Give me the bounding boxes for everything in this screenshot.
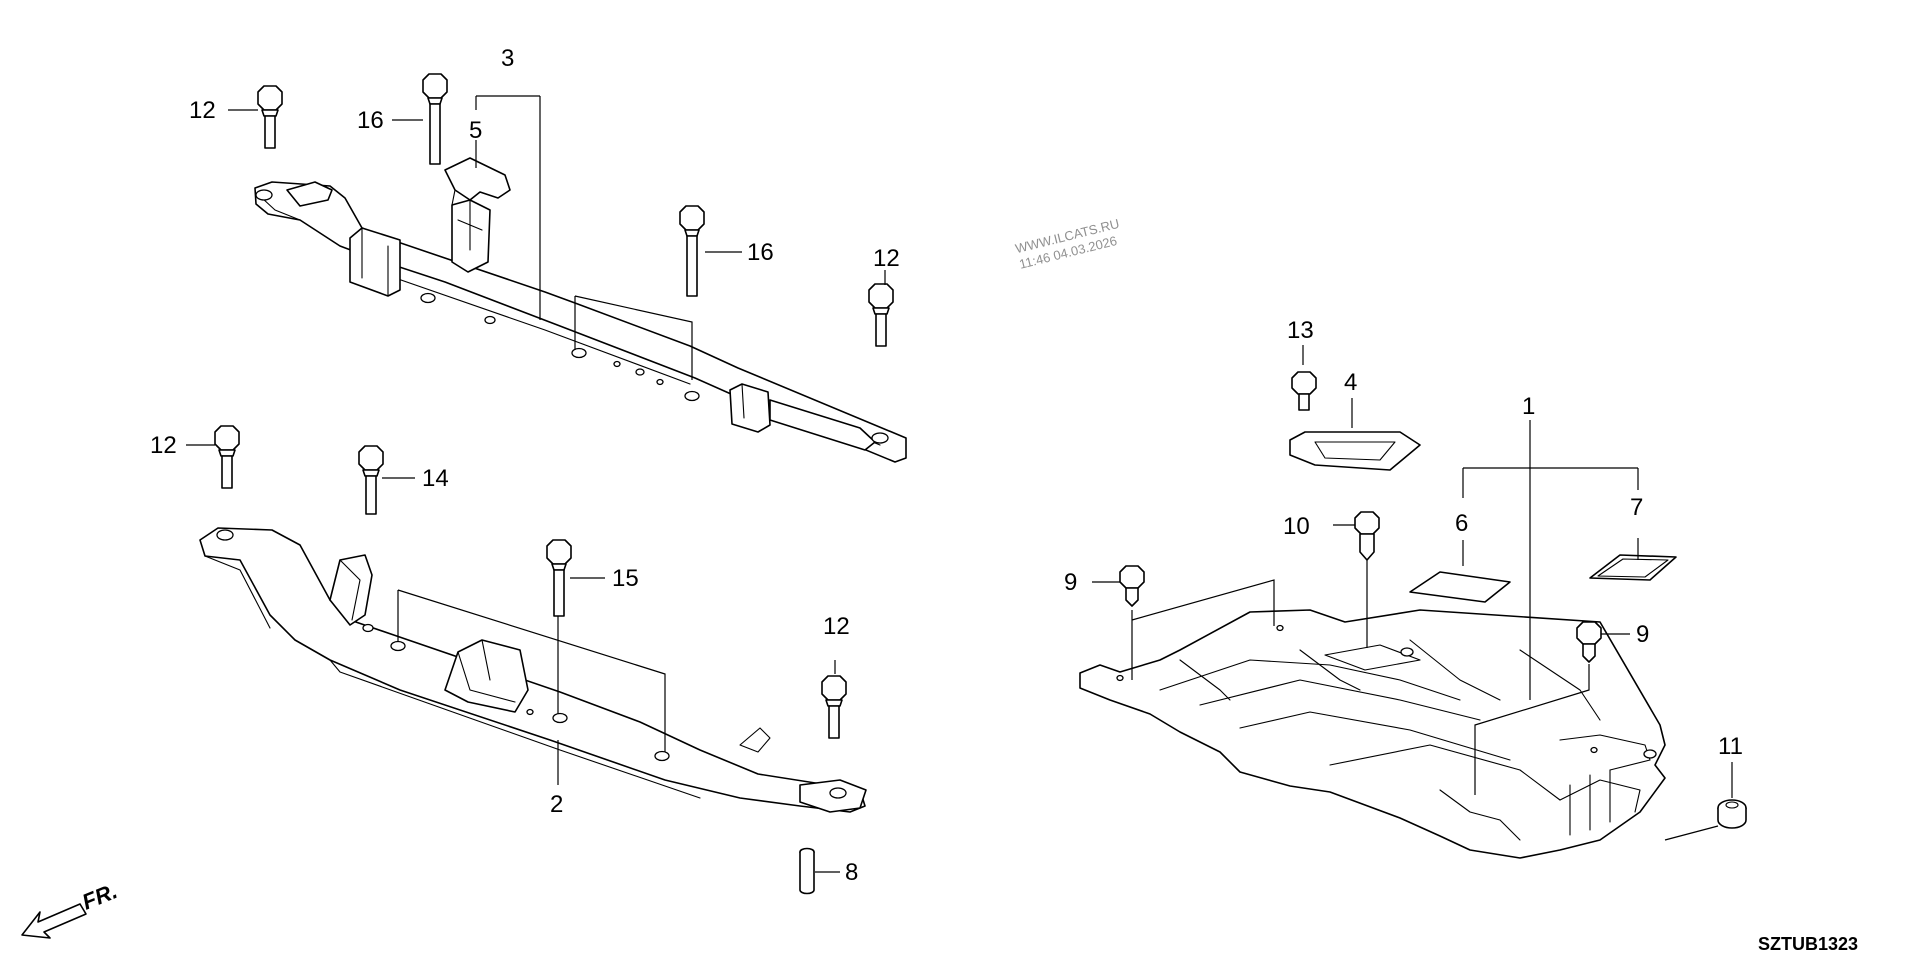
watermark: WWW.ILCATS.RU 11:46 04.03.2026 — [1014, 216, 1121, 272]
bolt-12-d[interactable] — [821, 675, 847, 739]
callout-12-d: 12 — [823, 613, 850, 640]
screw-9-b[interactable] — [1576, 621, 1602, 663]
screw-10[interactable] — [1354, 511, 1380, 561]
callout-2: 2 — [550, 791, 563, 818]
front-direction-indicator: FR. — [21, 878, 121, 939]
callout-16-a: 16 — [357, 107, 384, 134]
bolt-12-c[interactable] — [214, 425, 240, 489]
callout-labels: 12 16 3 5 16 12 12 14 15 12 2 8 13 4 1 1… — [150, 45, 1743, 886]
bolt-16-a[interactable] — [422, 73, 448, 165]
bracket-part-5[interactable] — [444, 157, 511, 273]
callout-9-a: 9 — [1064, 569, 1077, 596]
pin-8[interactable] — [799, 847, 815, 895]
bolt-12-a[interactable] — [257, 85, 283, 149]
callout-3: 3 — [501, 45, 514, 72]
callout-4: 4 — [1344, 369, 1357, 396]
under-cover[interactable] — [1079, 609, 1666, 859]
upper-crossmember[interactable] — [254, 181, 907, 463]
callout-11: 11 — [1718, 733, 1743, 760]
callout-15: 15 — [612, 565, 639, 592]
front-arrow-icon — [21, 903, 87, 939]
bolt-15[interactable] — [546, 539, 572, 617]
bolt-16-b[interactable] — [679, 205, 705, 297]
callout-13: 13 — [1287, 317, 1314, 344]
screw-9-a[interactable] — [1119, 565, 1145, 607]
callout-12-b: 12 — [873, 245, 900, 272]
callout-6: 6 — [1455, 510, 1468, 537]
callout-5: 5 — [469, 117, 482, 144]
callout-12-c: 12 — [150, 432, 177, 459]
cover-plate-4[interactable] — [1289, 431, 1421, 471]
callout-8: 8 — [845, 859, 858, 886]
label-6[interactable] — [1409, 571, 1511, 603]
bolt-13[interactable] — [1291, 371, 1317, 411]
callout-9-b: 9 — [1636, 621, 1649, 648]
callout-16-b: 16 — [747, 239, 774, 266]
callout-12-a: 12 — [189, 97, 216, 124]
lower-crossmember[interactable] — [199, 527, 867, 813]
bolt-12-b[interactable] — [868, 283, 894, 347]
callout-7: 7 — [1630, 494, 1643, 521]
diagram-code: SZTUB1323 — [1758, 934, 1858, 954]
front-label: FR. — [79, 878, 121, 914]
seal-7[interactable] — [1589, 554, 1677, 581]
callout-14: 14 — [422, 465, 449, 492]
bolt-14[interactable] — [358, 445, 384, 515]
leader-lines — [186, 95, 1733, 873]
clip-11[interactable] — [1717, 799, 1747, 829]
callout-1: 1 — [1522, 393, 1535, 420]
callout-10: 10 — [1283, 513, 1310, 540]
